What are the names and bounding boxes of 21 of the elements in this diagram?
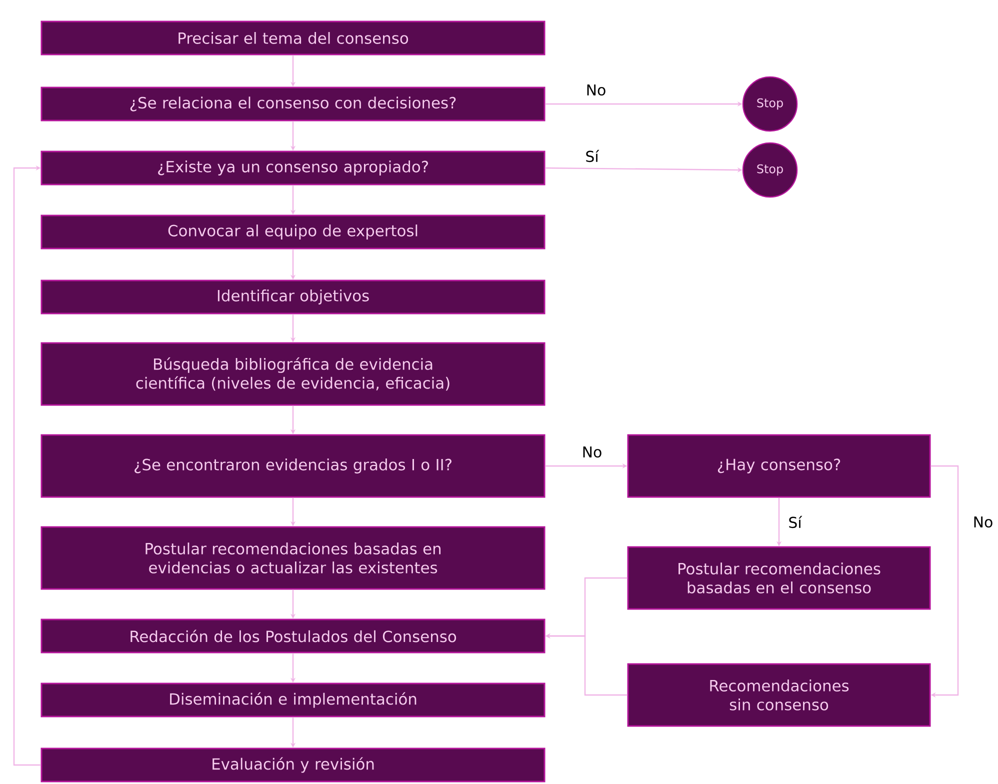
edge-label: No [584, 83, 608, 97]
process-box: Postular recomendaciones basadas en evidencias o actualizar las existentes [40, 526, 546, 590]
process-box: Convocar al equipo de expertosl [40, 214, 546, 250]
process-box: Diseminación e implementación [40, 682, 546, 718]
process-box: Redacción de los Postulados del Consenso [40, 618, 546, 654]
edge-label: No [972, 515, 994, 529]
arrow [13, 165, 41, 766]
process-box: Postular recomendaciones basadas en el consenso [627, 546, 931, 610]
process-box: ¿Existe ya un consenso apropiado? [40, 150, 546, 186]
edge-label: Sí [787, 514, 803, 530]
process-box: Recomendaciones sin consenso [627, 663, 931, 727]
process-box: Precisar el tema del consenso [40, 20, 546, 56]
process-box: Evaluación y revisión [40, 748, 546, 782]
process-box: Identificar objetivos [40, 280, 546, 314]
process-box: ¿Se relaciona el consenso con decisiones? [40, 86, 546, 122]
process-box: Búsqueda bibliográfica de evidencia científica (niveles de evidencia, eficacia) [40, 342, 546, 406]
edge-label: Sí [584, 148, 600, 164]
edge-label: No [580, 445, 604, 459]
arrow [930, 465, 959, 698]
process-box: ¿Se encontraron evidencias grados I o II? [40, 434, 546, 498]
process-box: ¿Hay consenso? [627, 434, 931, 498]
